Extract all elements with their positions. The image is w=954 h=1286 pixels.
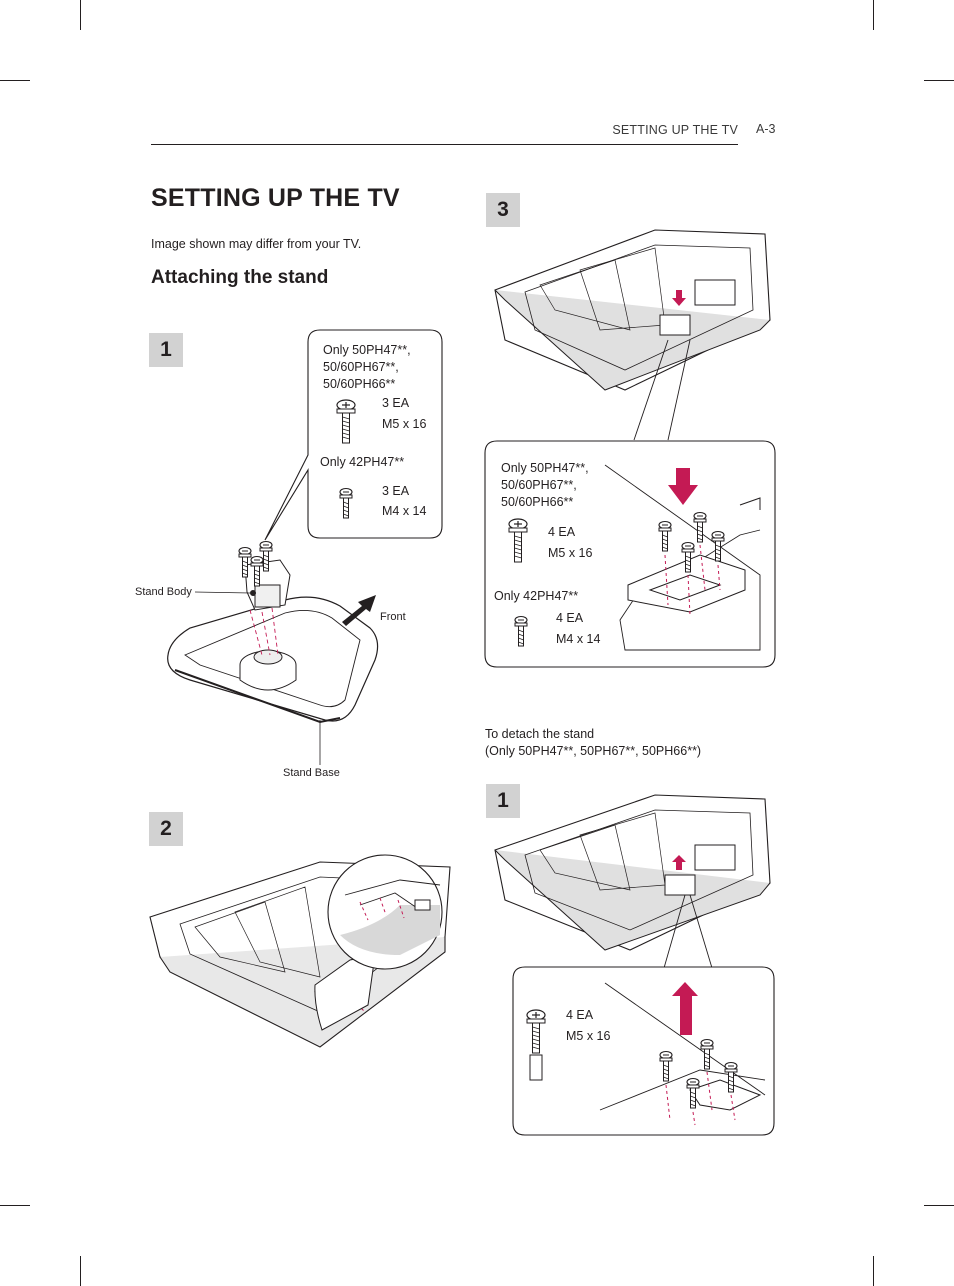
detach-step-number-1: 1 — [486, 784, 520, 818]
step3-qty-b: 4 EA — [556, 611, 584, 625]
step1-models-a-line2: 50/60PH67**, — [323, 360, 399, 374]
detach-intro: To detach the stand — [485, 727, 595, 741]
crop-mark — [924, 80, 954, 81]
crop-mark — [873, 0, 874, 30]
crop-mark — [0, 80, 30, 81]
step3-size-a: M5 x 16 — [548, 546, 593, 560]
step1-models-a-line3: 50/60PH66** — [323, 377, 396, 391]
section-heading: Attaching the stand — [151, 267, 329, 288]
step3-size-b: M4 x 14 — [556, 632, 601, 646]
step1-models-a-line1: Only 50PH47**, — [323, 343, 411, 357]
step1-models-b: Only 42PH47** — [320, 455, 405, 469]
step3-qty-a: 4 EA — [548, 525, 576, 539]
page-title: SETTING UP THE TV — [151, 184, 400, 212]
running-header: SETTING UP THE TV — [612, 123, 738, 137]
page-subtitle: Image shown may differ from your TV. — [151, 237, 362, 251]
detach-models: (Only 50PH47**, 50PH67**, 50PH66**) — [485, 744, 702, 758]
step3-models-b: Only 42PH47** — [494, 589, 579, 603]
step1-size-a: M5 x 16 — [382, 417, 427, 431]
crop-mark — [80, 1256, 81, 1286]
step3-models-a-line1: Only 50PH47**, — [501, 461, 589, 475]
step-number-1: 1 — [149, 333, 183, 367]
step3-models-a-line2: 50/60PH67**, — [501, 478, 577, 492]
header-rule — [151, 144, 738, 145]
step1-qty-a: 3 EA — [382, 396, 410, 410]
stand-base-label: Stand Base — [283, 767, 340, 779]
detach-qty: 4 EA — [566, 1008, 594, 1022]
crop-mark — [0, 1205, 30, 1206]
stand-body-label: Stand Body — [135, 586, 192, 598]
step-number-3: 3 — [486, 193, 520, 227]
step-number-2: 2 — [149, 812, 183, 846]
step1-size-b: M4 x 14 — [382, 504, 427, 518]
detach-size: M5 x 16 — [566, 1029, 611, 1043]
front-label: Front — [380, 611, 406, 623]
page-number: A-3 — [756, 122, 776, 136]
step1-qty-b: 3 EA — [382, 484, 410, 498]
crop-mark — [873, 1256, 874, 1286]
step3-models-a-line3: 50/60PH66** — [501, 495, 574, 509]
crop-mark — [924, 1205, 954, 1206]
crop-mark — [80, 0, 81, 30]
